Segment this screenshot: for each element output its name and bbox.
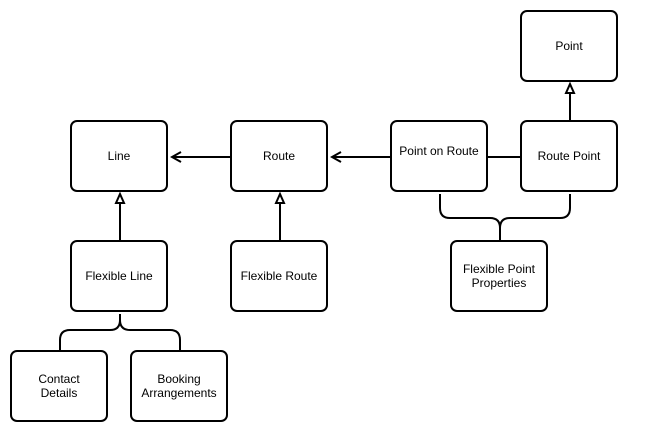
node-route: Route bbox=[230, 120, 328, 192]
node-point: Point bbox=[520, 10, 618, 82]
node-booking-arrangements: Booking Arrangements bbox=[130, 350, 228, 422]
node-contact-details: Contact Details bbox=[10, 350, 108, 422]
node-flexible-route: Flexible Route bbox=[230, 240, 328, 312]
edge-flexible-point-properties-bracket bbox=[439, 194, 571, 240]
node-flexible-line: Flexible Line bbox=[70, 240, 168, 312]
edge-flexible-line-children-bracket bbox=[59, 314, 181, 350]
node-line: Line bbox=[70, 120, 168, 192]
node-flexible-point-properties: Flexible Point Properties bbox=[450, 240, 548, 312]
node-route-point: Route Point bbox=[520, 120, 618, 192]
node-point-on-route: Point on Route bbox=[390, 120, 488, 192]
